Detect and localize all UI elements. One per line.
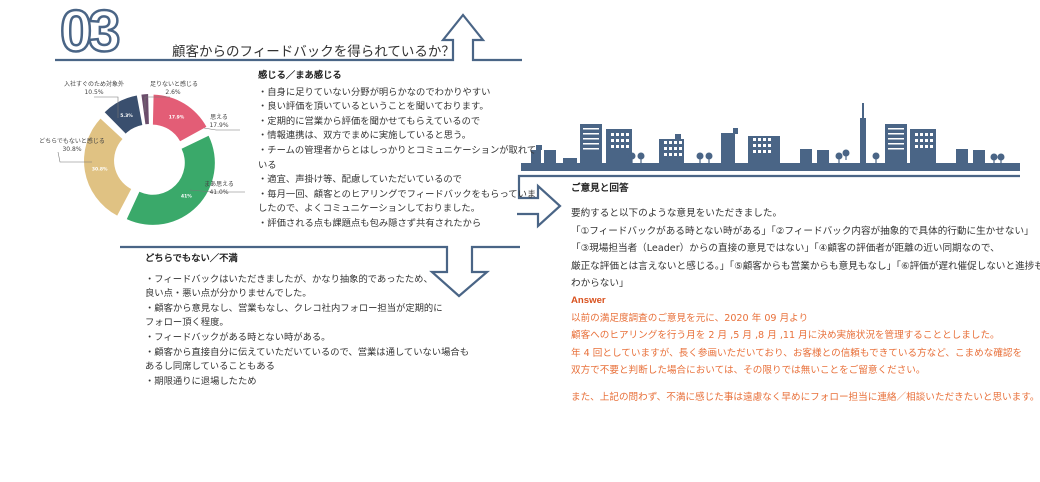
negative-comment: あるし同席していることもある <box>145 361 275 373</box>
answer-line: 顧客へのヒアリングを行う月を 2 月 ,5 月 ,8 月 ,11 月に決め実施状… <box>571 330 1000 342</box>
positive-comment: ・自身に足りていない分野が明らかなのでわかりやすい <box>258 86 491 98</box>
donut-slice <box>84 118 132 216</box>
response-heading: ご意見と回答 <box>571 183 629 194</box>
summary-line: 厳正な評価とは言えないと感じる。」「⑤顧客からも営業からも意見もなし」「⑥評価が… <box>571 260 1040 272</box>
positive-feedback-block: 感じる／まあ感じる ・自身に足りていない分野が明らかなのでわかりやすい・良い評価… <box>258 69 536 232</box>
summary-line: わからない」 <box>571 278 629 290</box>
section-number: 03 <box>59 0 122 64</box>
answer-line <box>571 379 1040 389</box>
negative-comment: 良い点・悪い点が分かりませんでした。 <box>145 288 312 300</box>
summary-line: 「③現場担当者（Leader）からの直接の意見ではない」「④顧客の評価者が距離の… <box>571 243 1000 255</box>
answer-label: Answer <box>571 295 606 307</box>
positive-comment: ・毎月一回、顧客とのヒアリングでフィードバックをもらっていま <box>258 188 537 200</box>
negative-comment: ・フィードバックがある時とない時がある。 <box>145 331 331 343</box>
negative-comment: ・顧客から意見なし、営業もなし、クレコ社内フォロー担当が定期的に <box>145 302 443 314</box>
slice-inner-label: 5.3% <box>120 113 133 119</box>
page-title: 顧客からのフィードバックを得られているか？ <box>172 44 455 60</box>
negative-comment: ・フィードバックはいただきましたが、かなり抽象的であったため、 <box>145 273 433 285</box>
answer-line: 双方で不要と判断した場合においては、その限りでは無いことをご留意ください。 <box>571 365 926 377</box>
negative-comment: フォロー頂く程度。 <box>145 317 229 329</box>
response-block: ご意見と回答 要約すると以下のような意見をいただきました。「①フィードバックがあ… <box>571 180 1040 406</box>
positive-comment: ・評価される点も課題点も包み隠さず共有されたから <box>258 217 482 229</box>
negative-feedback-block: どちらでもない／不満 ・フィードバックはいただきましたが、かなり抽象的であったた… <box>145 252 469 389</box>
arrow-right-icon <box>517 174 1020 229</box>
leader-line <box>144 96 170 112</box>
positive-comment: ・良い評価を頂いているということを聞いております。 <box>258 101 489 113</box>
answer-line: 年 4 回としていますが、長く参画いただいており、お客様との信頼もできている方な… <box>571 347 1023 359</box>
negative-heading: どちらでもない／不満 <box>145 253 238 264</box>
leader-line <box>203 127 240 131</box>
leader-line <box>94 96 119 118</box>
donut-slice <box>152 94 207 142</box>
positive-comment: したので、よくコミュニケーションしておりました。 <box>258 203 481 215</box>
donut-slice <box>104 95 143 134</box>
positive-comment: ・情報連携は、双方でまめに実施していると思う。 <box>258 130 471 142</box>
positive-comment: ・定期的に営業から評価を聞かせてもらえているので <box>258 115 481 127</box>
header-underline <box>55 13 522 62</box>
leader-line <box>189 189 245 193</box>
summary-line: 「①フィードバックがある時とない時がある」「②フィードバック内容が抽象的で具体的… <box>571 225 1034 237</box>
negative-comment: ・期限通りに退場したため <box>145 375 257 387</box>
city-skyline-icon <box>521 103 1020 171</box>
summary-line: 要約すると以下のような意見をいただきました。 <box>571 208 783 220</box>
negative-comment: ・顧客から直接自分に伝えていただいているので、営業は通していない場合も <box>145 346 469 358</box>
answer-line: また、上記の問わず、不満に感じた事は遠慮なく早めにフォロー担当に連絡／相談いただ… <box>571 392 1040 404</box>
positive-comment: ・適宜、声掛け等、配慮していただいているので <box>258 174 462 186</box>
slice-inner-label: 41% <box>181 194 192 200</box>
donut-slice <box>126 135 215 225</box>
arrow-down-icon <box>120 245 520 298</box>
answer-line: 以前の満足度調査のご意見を元に、2020 年 09 月より <box>571 312 809 324</box>
slice-inner-label: 30.8% <box>92 167 108 173</box>
leader-line <box>57 151 92 163</box>
donut-chart: 17.9% 41% 30.8% 5.3% <box>57 94 245 225</box>
positive-comment: いる <box>258 159 277 171</box>
slice-inner-label: 17.9% <box>169 114 185 120</box>
positive-heading: 感じる／まあ感じる <box>258 70 342 81</box>
positive-comment: ・チームの管理者からとはしっかりとコミュニケーションが取れて <box>258 144 537 156</box>
